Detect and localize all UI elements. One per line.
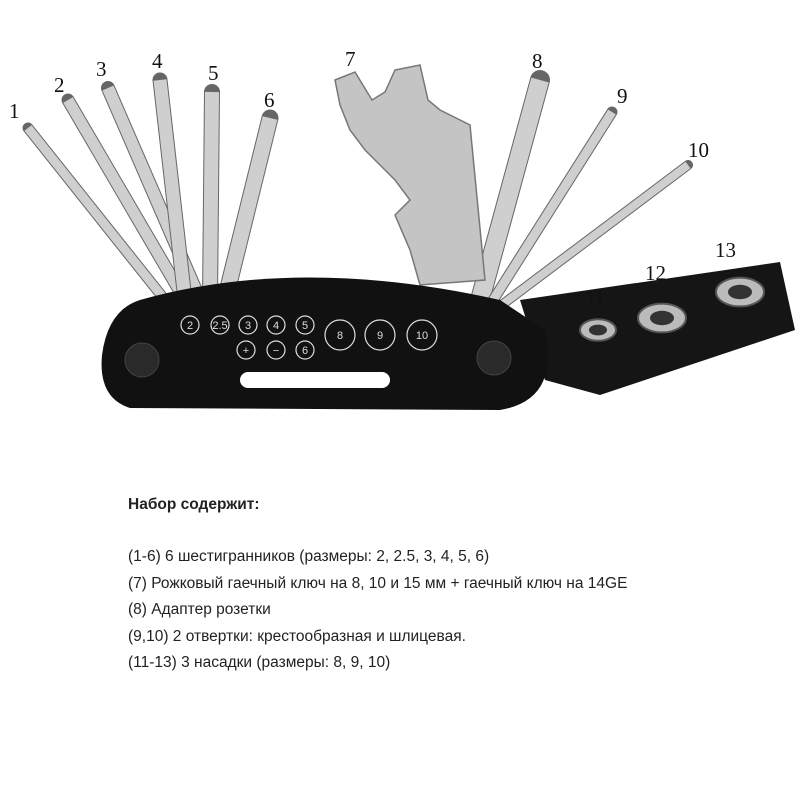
callout-number: 4 — [152, 49, 163, 73]
body-marking: 3 — [245, 320, 251, 332]
tool-bits — [22, 70, 693, 315]
contents-line: (9,10) 2 отвертки: крестообразная и шлиц… — [128, 627, 466, 645]
contents-line: (11-13) 3 насадки (размеры: 8, 9, 10) — [128, 654, 391, 671]
callout-number: 13 — [715, 238, 736, 262]
pivot-screw-right — [476, 340, 512, 376]
callout-number: 12 — [645, 261, 666, 285]
body-marking: 2 — [187, 320, 193, 332]
body-slot — [240, 372, 390, 388]
marking-ring — [266, 315, 286, 335]
marking-ring — [210, 315, 230, 335]
socket-hole — [728, 284, 752, 300]
body-marking: − — [273, 345, 279, 357]
tool-bit-highlight — [203, 91, 219, 301]
callout-number: 6 — [264, 88, 275, 112]
tool-bit-highlight — [217, 116, 278, 302]
body-marking: 4 — [273, 320, 279, 332]
tool-body — [101, 277, 549, 410]
callout-number: 11 — [585, 286, 605, 310]
body-marking: 2.5 — [212, 320, 227, 332]
body-marking: 9 — [377, 330, 383, 342]
callout-number: 1 — [9, 99, 20, 123]
tool-bit-highlight — [24, 125, 169, 303]
callout-number: 7 — [345, 47, 356, 71]
callout-number: 5 — [208, 61, 219, 85]
body-marking: 8 — [337, 330, 343, 342]
body-marking: 5 — [302, 320, 308, 332]
wrench-tool — [334, 64, 486, 286]
socket-hole — [589, 324, 607, 336]
pivot-screw-left — [124, 342, 160, 378]
tool-bit-highlight — [471, 77, 549, 303]
callout-number: 8 — [532, 49, 543, 73]
contents-line: (8) Адаптер розетки — [128, 601, 271, 618]
callout-number: 9 — [617, 84, 628, 108]
tool-bit-highlight — [63, 97, 190, 303]
marking-ring — [180, 315, 200, 335]
marking-ring — [238, 315, 258, 335]
contents-description: Набор содержит: (1-6) 6 шестигранников (… — [128, 492, 627, 677]
tool-bit-highlight — [153, 79, 192, 301]
marking-ring — [295, 315, 315, 335]
body-marking: 6 — [302, 345, 308, 357]
marking-ring — [236, 340, 256, 360]
marking-ring — [364, 319, 396, 351]
marking-ring — [266, 340, 286, 360]
marking-ring — [406, 319, 438, 351]
contents-line: (1-6) 6 шестигранников (размеры: 2, 2.5,… — [128, 548, 490, 565]
socket-hole — [650, 310, 674, 326]
callout-number: 3 — [96, 57, 107, 81]
tool-bit-highlight — [486, 109, 616, 308]
callout-number: 2 — [54, 73, 65, 97]
body-marking: 10 — [416, 330, 428, 342]
body-marking: + — [243, 345, 249, 357]
contents-line: (7) Рожковый гаечный ключ на 8, 10 и 15 … — [128, 574, 628, 592]
marking-ring — [324, 319, 356, 351]
marking-ring — [295, 340, 315, 360]
callout-number: 10 — [688, 138, 709, 162]
contents-heading: Набор содержит: — [128, 496, 260, 513]
tool-bit-highlight — [492, 161, 691, 314]
